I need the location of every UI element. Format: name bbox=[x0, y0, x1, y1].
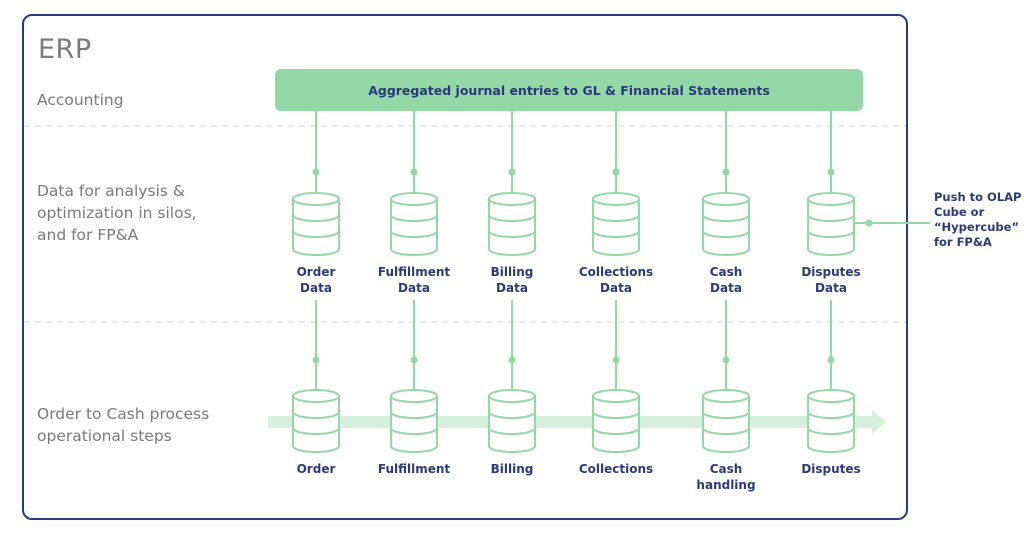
erp-title: ERP bbox=[38, 34, 92, 65]
data-node-label: Cash Data bbox=[709, 265, 743, 295]
data-cylinder-icon bbox=[390, 192, 438, 256]
data-cylinder-icon bbox=[292, 192, 340, 256]
process-node-label: Collections bbox=[578, 462, 654, 476]
process-node-label: Fulfillment bbox=[377, 462, 451, 476]
connector-dot bbox=[410, 168, 418, 176]
process-cylinder-icon bbox=[702, 389, 750, 453]
process-cylinder-icon bbox=[390, 389, 438, 453]
process-cylinder-icon bbox=[592, 389, 640, 453]
process-cylinder-icon bbox=[488, 389, 536, 453]
data-cylinder-icon bbox=[807, 192, 855, 256]
row-label-data-analysis: Data for analysis & optimization in silo… bbox=[37, 182, 197, 244]
data-node-label: Fulfillment Data bbox=[377, 265, 451, 295]
connector-dot bbox=[865, 219, 873, 227]
data-cylinder-icon bbox=[702, 192, 750, 256]
process-cylinder-icon bbox=[807, 389, 855, 453]
data-node-label: Disputes Data bbox=[801, 265, 861, 295]
data-node-label: Billing Data bbox=[490, 265, 534, 295]
connector-dot bbox=[827, 356, 835, 364]
olap-push-note: Push to OLAP Cube or “Hypercube” for FP&… bbox=[934, 190, 1022, 249]
connector-dot bbox=[312, 356, 320, 364]
banner-label: Aggregated journal entries to GL & Finan… bbox=[368, 82, 770, 98]
erp-frame bbox=[22, 14, 908, 520]
connector-dot bbox=[312, 168, 320, 176]
process-node-label: Order bbox=[296, 462, 336, 476]
row-label-accounting: Accounting bbox=[37, 91, 124, 109]
process-cylinder-icon bbox=[292, 389, 340, 453]
connector-dot bbox=[827, 168, 835, 176]
connector-dot bbox=[508, 168, 516, 176]
row-label-order-to-cash: Order to Cash process operational steps bbox=[37, 405, 210, 445]
connector-dot bbox=[612, 168, 620, 176]
connector-dot bbox=[722, 168, 730, 176]
process-node-label: Disputes bbox=[801, 462, 861, 476]
connector-dot bbox=[612, 356, 620, 364]
process-node-label: Billing bbox=[490, 462, 534, 476]
process-flow-arrow bbox=[268, 410, 886, 434]
connector-dot bbox=[410, 356, 418, 364]
data-cylinder-icon bbox=[488, 192, 536, 256]
journal-entries-banner: Aggregated journal entries to GL & Finan… bbox=[275, 69, 863, 111]
data-node-label: Collections Data bbox=[578, 265, 654, 295]
process-node-label: Cash handling bbox=[696, 462, 756, 492]
connector-dot bbox=[722, 356, 730, 364]
connector-dot bbox=[508, 356, 516, 364]
data-cylinder-icon bbox=[592, 192, 640, 256]
data-node-label: Order Data bbox=[296, 265, 336, 295]
